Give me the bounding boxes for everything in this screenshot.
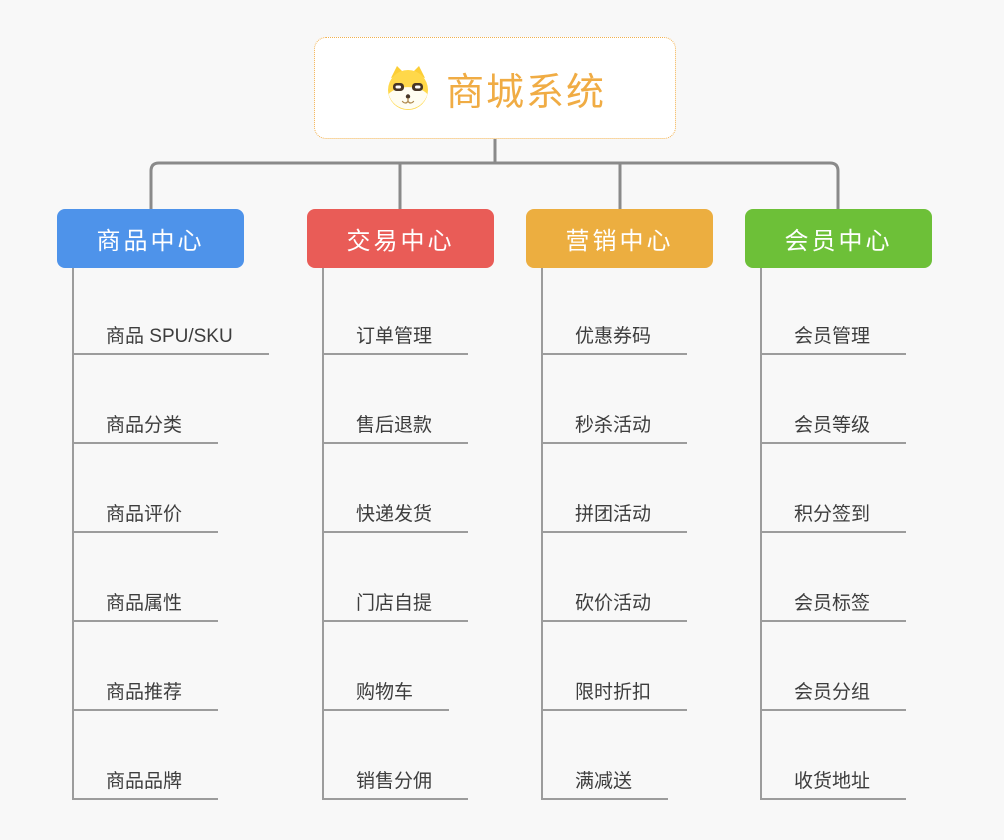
leaf-node[interactable]: 会员标签 [760,588,907,622]
branch-label: 商品中心 [96,228,205,255]
leaf-node[interactable]: 商品品牌 [72,766,219,800]
branch-trade-center[interactable]: 交易中心 [307,209,494,268]
leaf-node[interactable]: 积分签到 [760,499,907,533]
leaf-node[interactable]: 商品推荐 [72,677,219,711]
trunk-line-marketing [541,268,543,800]
leaf-node[interactable]: 商品属性 [72,588,219,622]
leaf-node[interactable]: 商品评价 [72,499,219,533]
leaf-node[interactable]: 快递发货 [322,499,469,533]
leaf-node[interactable]: 秒杀活动 [541,410,688,444]
leaf-node[interactable]: 满减送 [541,766,669,800]
leaf-node[interactable]: 门店自提 [322,588,469,622]
leaf-node[interactable]: 拼团活动 [541,499,688,533]
leaf-node[interactable]: 收货地址 [760,766,907,800]
branch-member-center[interactable]: 会员中心 [745,209,932,268]
shiba-dog-icon [387,66,428,110]
trunk-line-product [72,268,74,800]
root-title: 商城系统 [445,71,606,114]
leaf-node[interactable]: 限时折扣 [541,677,688,711]
leaf-node[interactable]: 会员分组 [760,677,907,711]
leaf-node[interactable]: 优惠券码 [541,321,688,355]
branch-label: 会员中心 [784,228,893,255]
branch-label: 营销中心 [565,228,674,255]
branch-product-center[interactable]: 商品中心 [57,209,244,268]
leaf-node[interactable]: 销售分佣 [322,766,469,800]
branch-label: 交易中心 [346,228,455,255]
leaf-node[interactable]: 商品分类 [72,410,219,444]
leaf-node[interactable]: 购物车 [322,677,450,711]
leaf-node[interactable]: 订单管理 [322,321,469,355]
leaf-node[interactable]: 会员等级 [760,410,907,444]
leaf-node[interactable]: 商品 SPU/SKU [72,321,269,355]
branch-marketing-center[interactable]: 营销中心 [526,209,713,268]
leaf-node[interactable]: 砍价活动 [541,588,688,622]
trunk-line-trade [322,268,324,800]
root-node-mall-system[interactable]: 商城系统 [314,37,676,139]
leaf-node[interactable]: 会员管理 [760,321,907,355]
trunk-line-member [760,268,762,800]
leaf-node[interactable]: 售后退款 [322,410,469,444]
